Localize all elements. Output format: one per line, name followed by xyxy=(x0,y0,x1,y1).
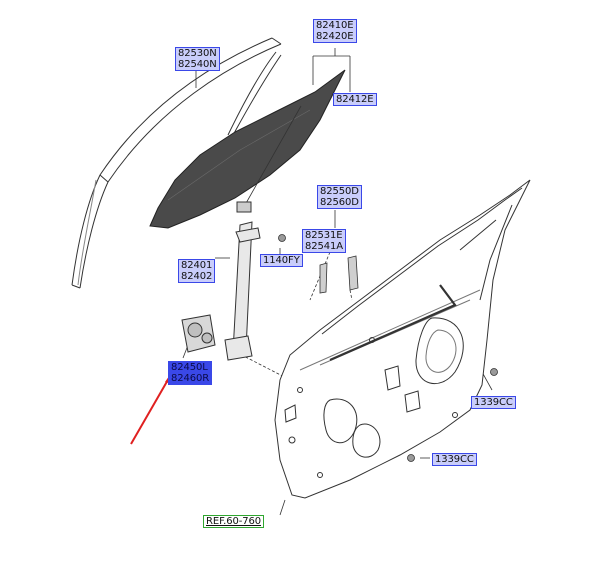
part-number: 82530N xyxy=(178,48,217,59)
part-number: 82540N xyxy=(178,59,217,70)
part-label-1339CC-upper[interactable]: 1339CC xyxy=(471,396,516,409)
door-glass xyxy=(149,69,346,229)
part-number: 82412E xyxy=(336,94,374,105)
part-number: 82541A xyxy=(305,241,344,252)
part-number: 1339CC xyxy=(435,454,474,465)
part-number: 1339CC xyxy=(474,397,513,408)
regulator-motor xyxy=(181,314,216,353)
part-label-82401[interactable]: 82401 82402 xyxy=(178,259,216,283)
window-regulator xyxy=(224,201,261,361)
part-label-1140FY[interactable]: 1140FY xyxy=(260,254,303,267)
part-label-82530N[interactable]: 82530N 82540N xyxy=(175,47,220,71)
fasteners xyxy=(278,234,498,462)
part-number: 82420E xyxy=(316,31,354,42)
part-number: 82560D xyxy=(320,197,359,208)
part-label-82450L-highlighted[interactable]: 82450L 82460R xyxy=(168,361,213,385)
reference-label[interactable]: REF.60-760 xyxy=(203,515,265,528)
part-number: 82410E xyxy=(316,20,354,31)
part-number: 82550D xyxy=(320,186,359,197)
window-run-channel xyxy=(71,37,282,289)
part-label-82550D[interactable]: 82550D 82560D xyxy=(317,185,362,209)
part-number: 1140FY xyxy=(263,255,300,266)
part-number: 82460R xyxy=(171,373,210,384)
part-number: 82402 xyxy=(181,271,213,282)
part-number: 82401 xyxy=(181,260,213,271)
reference-number: REF.60-760 xyxy=(206,516,262,527)
part-label-82410E[interactable]: 82410E 82420E xyxy=(313,19,357,43)
part-label-82531E[interactable]: 82531E 82541A xyxy=(302,229,347,253)
part-label-82412E[interactable]: 82412E xyxy=(333,93,377,106)
part-number: 82531E xyxy=(305,230,343,241)
front-strip xyxy=(227,51,282,138)
door-inner-panel xyxy=(274,179,531,499)
part-number: 82450L xyxy=(171,362,208,373)
part-label-1339CC-lower[interactable]: 1339CC xyxy=(432,453,477,466)
